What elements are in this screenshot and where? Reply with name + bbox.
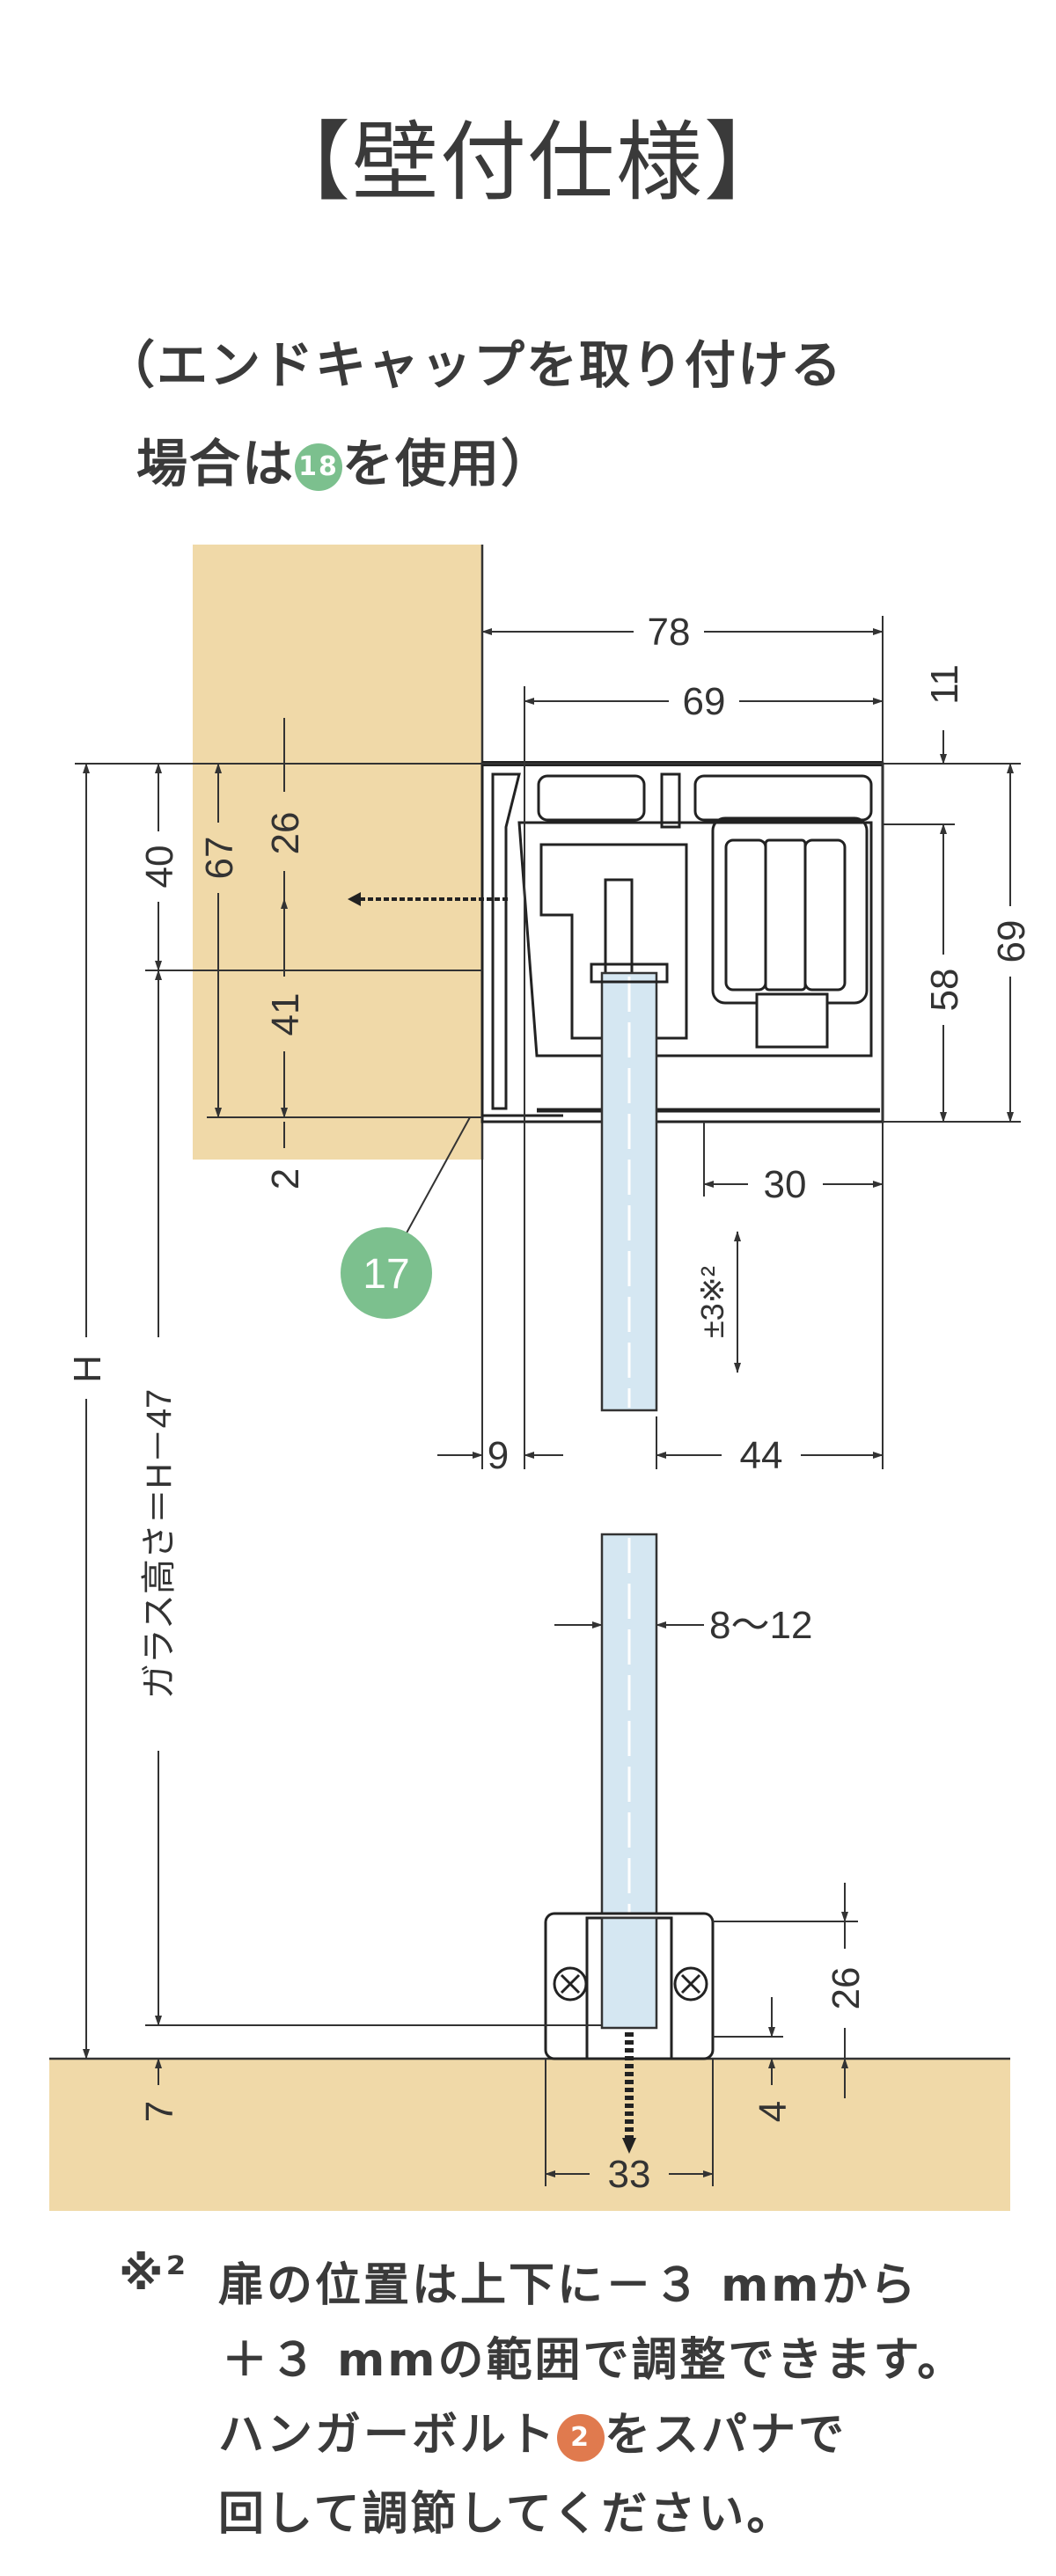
- dim-67: 67: [198, 837, 241, 880]
- rail-profile: [480, 761, 884, 1123]
- dim-44: 44: [740, 1434, 783, 1477]
- wall: [193, 545, 482, 1160]
- part-badge-17-label: 17: [363, 1251, 409, 1298]
- dim-26-upper: 26: [264, 812, 307, 855]
- subtitle-text: を使用）: [342, 434, 554, 494]
- leader-line: [404, 1116, 471, 1237]
- dim-11: 11: [923, 664, 966, 705]
- dim-69-right: 69: [990, 920, 1033, 963]
- part-badge-2: 2: [557, 2414, 605, 2462]
- note-line1: 扉の位置は上下に－３ mmから: [218, 2259, 919, 2312]
- note-line4: 回して調節してください。: [218, 2488, 796, 2541]
- part-badge-18: 18: [295, 443, 343, 491]
- dim-78: 78: [648, 611, 691, 654]
- dim-58: 58: [923, 969, 966, 1012]
- subtitle-text: 場合は: [136, 434, 296, 494]
- dim-glass-thickness: 8〜12: [709, 1604, 812, 1647]
- note-text: をスパナで: [605, 2409, 847, 2462]
- dim-26-lower: 26: [825, 1967, 868, 2010]
- dim-7: 7: [138, 2101, 181, 2122]
- dim-2: 2: [264, 1168, 307, 1189]
- note-text: ハンガーボルト: [218, 2409, 558, 2462]
- dim-9: 9: [488, 1434, 509, 1477]
- floor: [49, 2059, 1010, 2211]
- extension-lines: [75, 616, 1021, 2186]
- dim-30: 30: [764, 1163, 807, 1206]
- floor-guide: [544, 1912, 715, 2154]
- page-title: 【壁付仕様】: [263, 113, 792, 213]
- dim-69-top: 69: [683, 680, 726, 723]
- note-mark: ※²: [119, 2248, 189, 2301]
- part-badge-17: [341, 1227, 432, 1319]
- subtitle-line1: （エンドキャップを取り付ける: [104, 335, 844, 395]
- dim-41: 41: [264, 993, 307, 1036]
- dim-glass-height: ガラス高さ＝H－47: [140, 1389, 179, 1700]
- glass-panel: [590, 962, 669, 2023]
- dimension-lines: [83, 628, 1014, 2177]
- dim-4: 4: [752, 2101, 795, 2122]
- dim-adjust: ±3※²: [694, 1266, 730, 1338]
- dim-33: 33: [608, 2153, 651, 2196]
- wall-screw: [348, 892, 510, 906]
- note-line2: ＋３ mmの範囲で調整できます。: [222, 2334, 966, 2387]
- dim-H: H: [66, 1355, 109, 1383]
- dim-40: 40: [138, 845, 181, 889]
